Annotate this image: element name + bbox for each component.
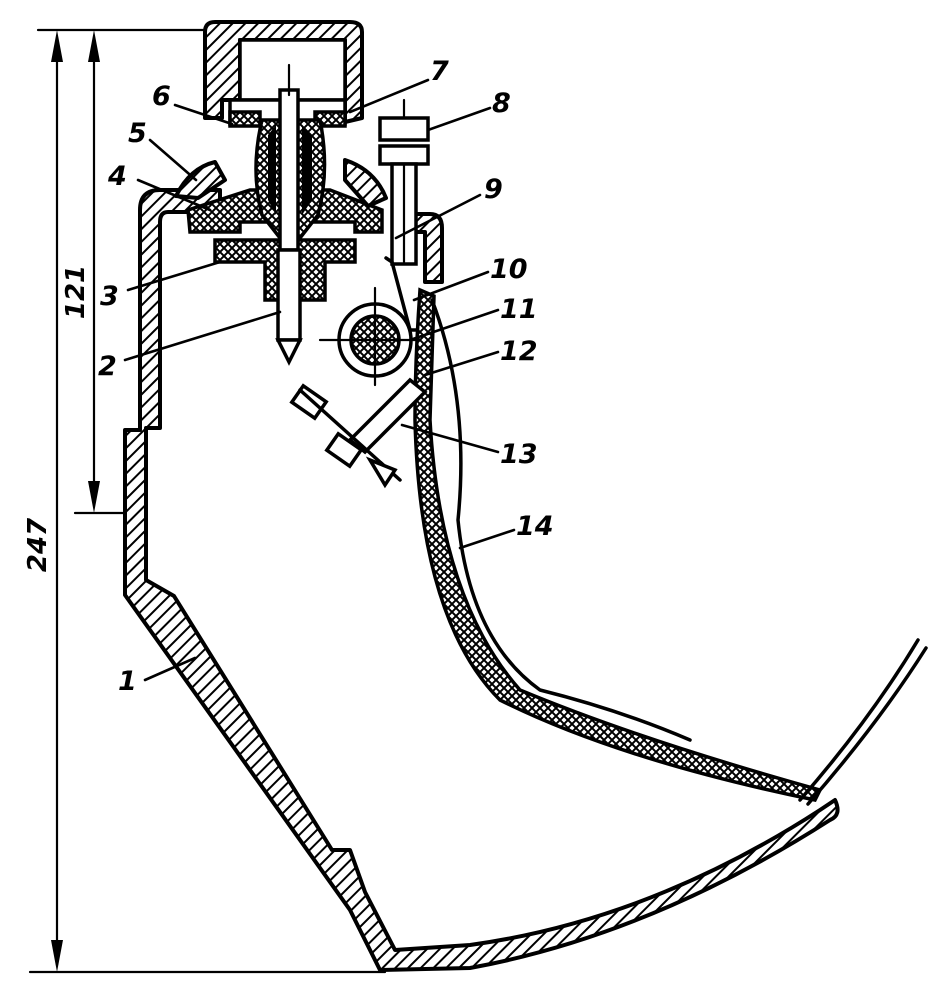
leader-2 bbox=[123, 310, 282, 362]
leader-14 bbox=[458, 528, 516, 550]
callout-9: 9 bbox=[484, 174, 503, 205]
leader-3 bbox=[126, 260, 222, 292]
housing-body bbox=[123, 20, 840, 972]
leader-6 bbox=[173, 103, 234, 126]
contact-strip bbox=[384, 256, 928, 806]
screw-head-bottom bbox=[324, 431, 364, 469]
callout-4: 4 bbox=[107, 161, 127, 192]
leader-13 bbox=[400, 423, 500, 454]
adjusting-screw bbox=[289, 377, 428, 489]
arrowhead-bottom bbox=[51, 940, 63, 972]
screw-tip bbox=[365, 456, 398, 489]
electrode-assembly bbox=[174, 63, 388, 366]
dimension-lines: 247 121 bbox=[23, 28, 387, 974]
clamp-bolt bbox=[378, 98, 430, 266]
screw-head-top bbox=[289, 383, 329, 421]
boss bbox=[174, 160, 227, 200]
stem-tip bbox=[275, 338, 303, 366]
callout-11: 11 bbox=[500, 294, 538, 325]
leader-12 bbox=[423, 350, 500, 377]
boss-right bbox=[343, 158, 388, 208]
bolt-head bbox=[378, 116, 430, 142]
callout-10: 10 bbox=[490, 254, 528, 285]
roller-pivot bbox=[318, 286, 422, 387]
strip-wire bbox=[430, 298, 692, 742]
arrowhead-top bbox=[51, 30, 63, 62]
callout-13: 13 bbox=[500, 439, 538, 470]
callout-5: 5 bbox=[128, 118, 147, 149]
callout-8: 8 bbox=[492, 88, 511, 119]
callout-2: 2 bbox=[98, 351, 117, 382]
center-pin bbox=[278, 88, 300, 252]
callout-7: 7 bbox=[430, 56, 449, 87]
outer-wire-1 bbox=[798, 638, 920, 802]
housing-left-wall bbox=[123, 188, 840, 972]
leader-7 bbox=[348, 78, 430, 114]
overall-height-label: 247 bbox=[23, 517, 53, 572]
bolt-nut bbox=[378, 144, 430, 166]
leader-5 bbox=[148, 138, 198, 182]
core-black-r bbox=[302, 125, 312, 215]
outer-wire-2 bbox=[806, 646, 928, 806]
contact-strip-14 bbox=[413, 287, 823, 802]
cap-insulator-left bbox=[228, 110, 262, 128]
arrowhead-upper-bottom bbox=[88, 481, 100, 513]
lower-stem bbox=[276, 248, 302, 342]
callout-labels: 1 2 3 4 5 6 7 8 9 10 11 12 13 14 bbox=[98, 56, 554, 697]
callout-12: 12 bbox=[500, 336, 538, 367]
leader-1 bbox=[143, 656, 197, 682]
upper-height-label: 121 bbox=[61, 265, 91, 319]
leader-10 bbox=[412, 270, 490, 302]
callout-6: 6 bbox=[152, 81, 171, 112]
leader-11 bbox=[408, 308, 500, 342]
leader-8 bbox=[426, 106, 492, 132]
leader-4 bbox=[136, 178, 212, 212]
callout-1: 1 bbox=[118, 666, 137, 697]
core-black bbox=[268, 125, 276, 215]
leader-9 bbox=[394, 193, 482, 240]
spring-lever bbox=[384, 256, 420, 332]
arrowhead-upper-top bbox=[88, 30, 100, 62]
callout-3: 3 bbox=[100, 281, 119, 312]
callout-14: 14 bbox=[516, 511, 554, 542]
callout-leaders bbox=[123, 78, 516, 682]
